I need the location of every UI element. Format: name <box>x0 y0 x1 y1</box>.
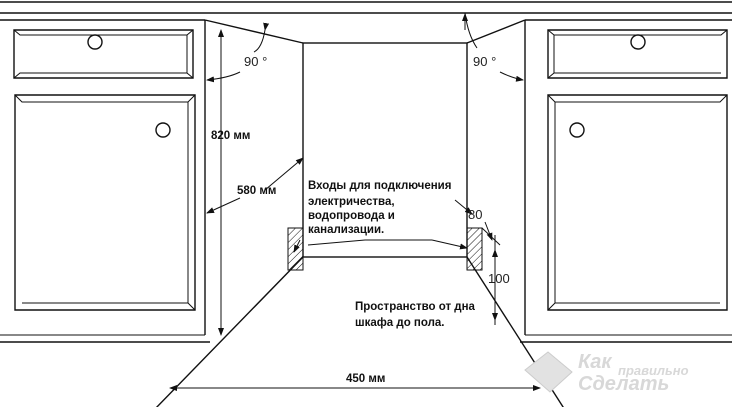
depth-label: 580 мм <box>237 185 276 197</box>
handle-icon <box>569 122 585 138</box>
note-line: электричества, <box>308 196 395 208</box>
watermark-logo: Как правильно Сделать <box>524 351 689 395</box>
watermark-text: Сделать <box>578 373 669 395</box>
height-label: 820 мм <box>211 130 250 142</box>
watermark-text: правильно <box>618 363 689 378</box>
note-line: Пространство от дна <box>355 301 476 313</box>
house-logo-icon <box>524 351 573 393</box>
plinth-height-label: 100 <box>488 271 510 286</box>
right-cabinet <box>520 19 732 343</box>
countertop <box>0 1 732 14</box>
handle-icon <box>155 122 171 138</box>
note-line: шкафа до пола. <box>355 317 445 329</box>
handle-icon <box>630 34 646 50</box>
note-line: Входы для подключения <box>308 180 451 192</box>
note-line: водопровода и <box>308 210 395 222</box>
handle-icon <box>87 34 103 50</box>
floor-space-note: Пространство от дна шкафа до пола. <box>355 301 476 329</box>
dimension-lines <box>169 12 541 391</box>
watermark-text: Как <box>578 351 612 373</box>
note-line: канализации. <box>308 224 384 236</box>
connections-note: Входы для подключения электричества, вод… <box>308 180 451 236</box>
width-label: 450 мм <box>346 373 385 385</box>
right-hatch <box>466 227 483 271</box>
side-offset-label: 80 <box>468 207 482 222</box>
angle-right-label: 90 ° <box>473 54 496 69</box>
left-cabinet <box>0 19 210 343</box>
angle-left-label: 90 ° <box>244 54 267 69</box>
